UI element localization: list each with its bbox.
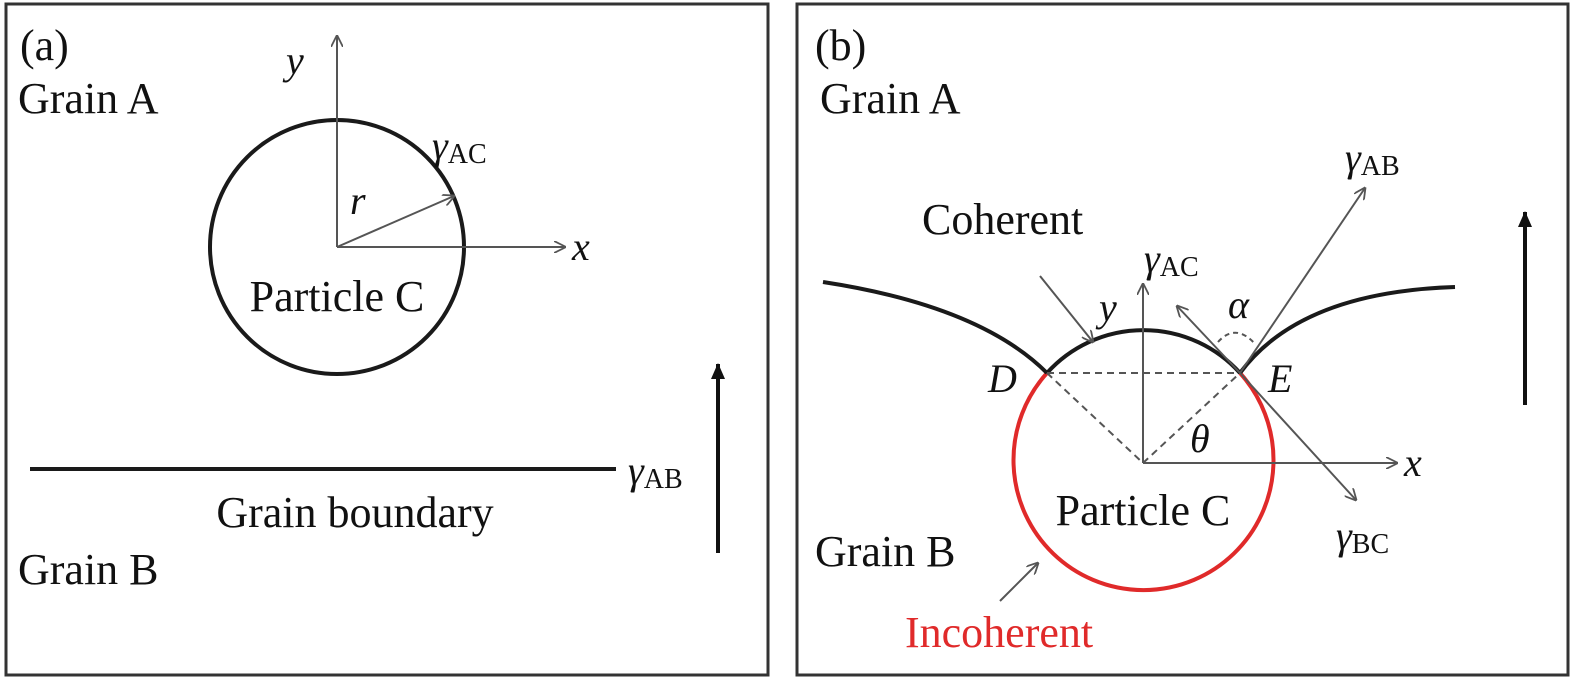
incoherent-label: Incoherent xyxy=(905,608,1093,657)
x-axis-label: x xyxy=(1403,440,1422,485)
radius-arrow xyxy=(336,196,454,248)
gamma-ac-vector xyxy=(1177,306,1241,374)
grain-a-label: Grain A xyxy=(18,74,159,123)
coherent-label: Coherent xyxy=(922,195,1083,244)
particle-c-label: Particle C xyxy=(250,272,425,321)
y-axis-label: y xyxy=(1095,285,1117,330)
panel-b: (b) Grain A Coherent γAC y α γAB D E θ xyxy=(795,2,1570,677)
theta-label: θ xyxy=(1190,416,1210,461)
gamma-ab-label: γAB xyxy=(628,448,683,495)
coherent-pointer-arrow xyxy=(1039,275,1093,342)
panel-a: (a) Grain A y x r γAC Particle C γAB Gra… xyxy=(4,2,770,677)
point-e-label: E xyxy=(1267,356,1292,401)
radius-to-d xyxy=(1046,372,1144,464)
gamma-ab-label: γAB xyxy=(1345,135,1400,182)
panel-a-frame xyxy=(4,2,770,677)
radius-label: r xyxy=(350,178,366,223)
grain-b-label: Grain B xyxy=(815,527,956,576)
gamma-ab-vector xyxy=(1239,188,1365,374)
alpha-angle-arc xyxy=(1217,331,1257,346)
radius-to-e xyxy=(1142,372,1241,464)
incoherent-pointer-arrow xyxy=(999,563,1038,602)
gamma-ac-label: γAC xyxy=(432,123,487,170)
grain-a-label: Grain A xyxy=(820,74,961,123)
panel-b-frame xyxy=(795,2,1570,677)
grain-boundary-label: Grain boundary xyxy=(216,488,493,537)
gamma-ac-label: γAC xyxy=(1144,236,1199,283)
gamma-bc-vector xyxy=(1239,372,1356,500)
panel-b-label: (b) xyxy=(815,21,866,70)
particle-c-label: Particle C xyxy=(1056,486,1231,535)
panel-a-label: (a) xyxy=(20,21,69,70)
grain-boundary-left xyxy=(822,280,1049,375)
point-d-label: D xyxy=(987,356,1017,401)
incoherent-interface-arc xyxy=(1011,371,1276,593)
gamma-bc-label: γBC xyxy=(1336,513,1389,560)
grain-b-label: Grain B xyxy=(18,545,159,594)
alpha-label: α xyxy=(1228,282,1250,327)
y-axis-label: y xyxy=(282,38,304,83)
grain-boundary-right xyxy=(1238,285,1456,375)
x-axis-label: x xyxy=(571,224,590,269)
